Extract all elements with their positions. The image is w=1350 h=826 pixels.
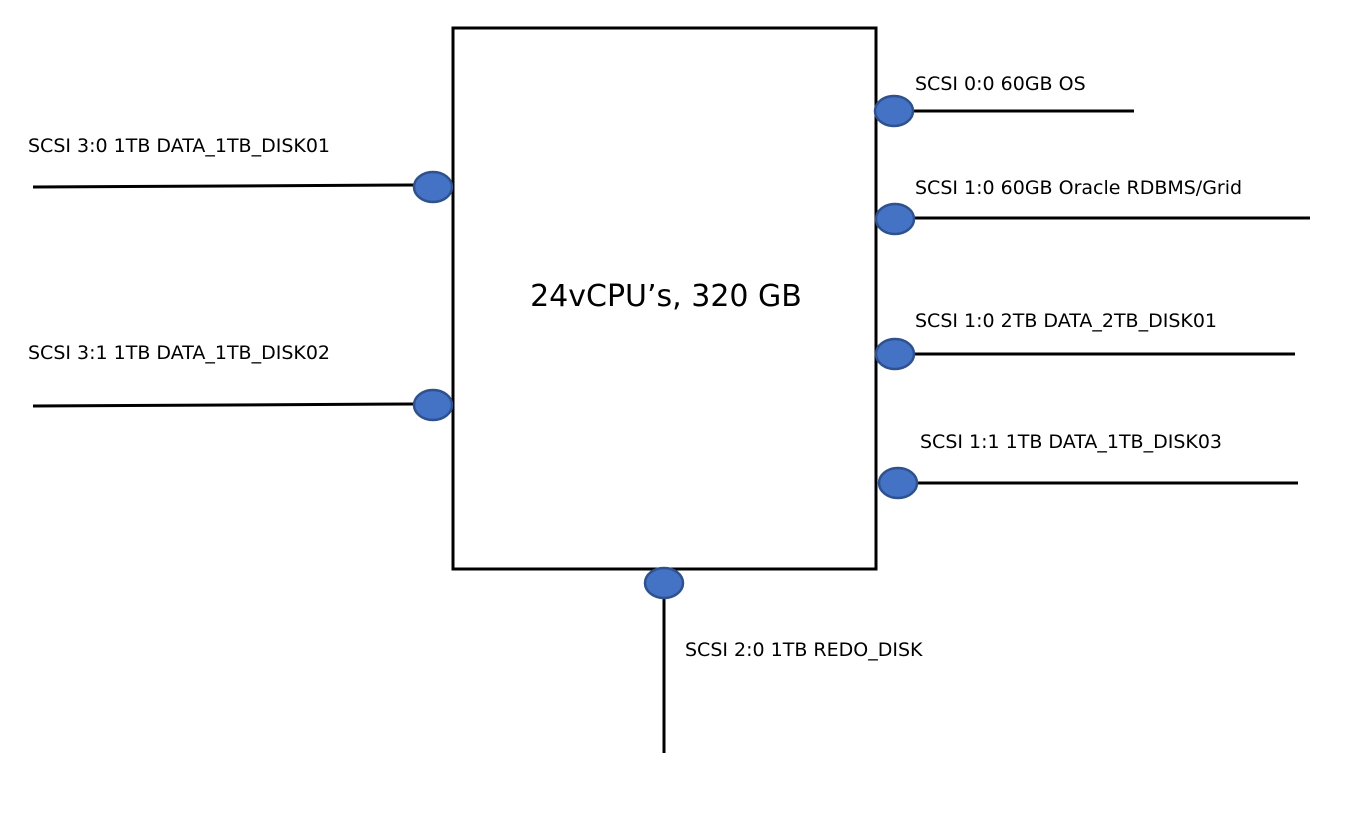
disk-connector-left-0: SCSI 3:0 1TB DATA_1TB_DISK01	[28, 135, 454, 204]
disk-connector-right-3: SCSI 1:1 1TB DATA_1TB_DISK03	[877, 431, 1298, 500]
port-node	[412, 388, 454, 422]
port-node	[874, 337, 916, 371]
disk-connector-right-1: SCSI 1:0 60GB Oracle RDBMS/Grid	[874, 177, 1310, 236]
connector-line	[32, 402, 416, 408]
disk-connector-right-2: SCSI 1:0 2TB DATA_2TB_DISK01	[874, 310, 1295, 371]
vm-label: 24vCPU’s, 320 GB	[530, 279, 802, 314]
port-node	[874, 202, 916, 236]
disk-label: SCSI 1:0 60GB Oracle RDBMS/Grid	[915, 177, 1242, 199]
disk-label: SCSI 0:0 60GB OS	[915, 73, 1086, 95]
vm-box	[451, 26, 878, 571]
connector-line	[32, 183, 416, 189]
disk-label: SCSI 2:0 1TB REDO_DISK	[685, 639, 923, 661]
disk-connector-left-1: SCSI 3:1 1TB DATA_1TB_DISK02	[28, 342, 454, 422]
port-node	[873, 94, 915, 128]
port-node	[643, 566, 685, 600]
disk-connector-right-0: SCSI 0:0 60GB OS	[873, 73, 1134, 128]
disk-label: SCSI 1:0 2TB DATA_2TB_DISK01	[915, 310, 1217, 332]
port-node	[877, 466, 919, 500]
disk-label: SCSI 3:1 1TB DATA_1TB_DISK02	[28, 342, 330, 364]
port-node	[412, 170, 454, 204]
disk-connector-bottom-0: SCSI 2:0 1TB REDO_DISK	[643, 566, 923, 753]
disk-label: SCSI 1:1 1TB DATA_1TB_DISK03	[920, 431, 1222, 453]
disk-label: SCSI 3:0 1TB DATA_1TB_DISK01	[28, 135, 330, 157]
